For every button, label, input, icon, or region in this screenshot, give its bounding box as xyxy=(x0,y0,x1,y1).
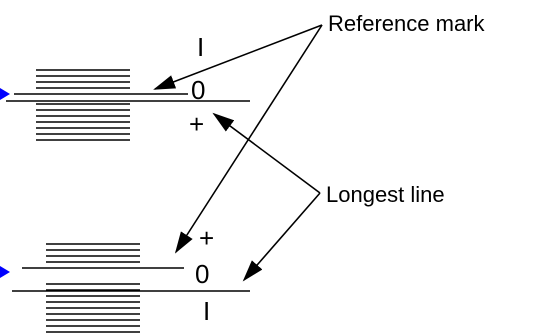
bottom-upper-symbol: + xyxy=(199,223,214,253)
bottom-zero-symbol: 0 xyxy=(195,259,209,289)
longest-arrow-top xyxy=(212,112,321,194)
bottom-scale-graduations xyxy=(46,243,140,333)
top-pointer-triangle xyxy=(0,88,10,100)
top-scale: I 0 + xyxy=(0,32,250,141)
longest-line-label: Longest line xyxy=(326,182,445,207)
top-lower-symbol: + xyxy=(189,109,204,139)
reference-arrow-top xyxy=(153,24,323,90)
bottom-pointer-triangle xyxy=(0,266,10,278)
bottom-lower-symbol: I xyxy=(203,296,210,326)
longest-arrow-bottom xyxy=(242,192,321,282)
top-scale-graduations xyxy=(36,69,130,141)
reference-mark-label: Reference mark xyxy=(328,11,486,36)
callout-arrows xyxy=(153,24,323,282)
top-upper-symbol: I xyxy=(197,32,204,62)
bottom-scale: + 0 I xyxy=(0,223,250,333)
top-zero-symbol: 0 xyxy=(191,75,205,105)
reference-arrow-bottom xyxy=(174,24,323,254)
